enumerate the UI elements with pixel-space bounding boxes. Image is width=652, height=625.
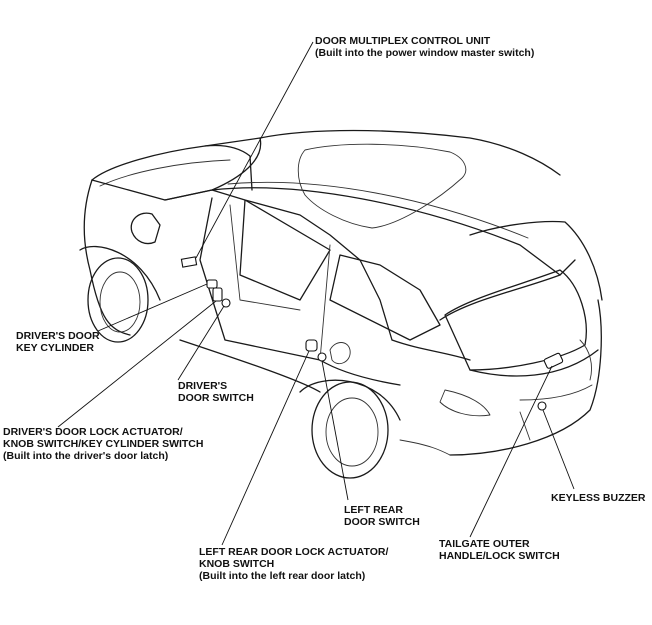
leader-multiplex [195, 41, 314, 259]
vehicle-outline [79, 129, 603, 479]
tailgate-handle-marker [543, 352, 564, 369]
label-keyless-buzzer: KEYLESS BUZZER [551, 492, 646, 504]
left-rear-door-switch-marker [317, 352, 327, 362]
door-lock-actuator-marker [212, 287, 223, 302]
label-left-rear-door-lock-actuator: LEFT REAR DOOR LOCK ACTUATOR/ KNOB SWITC… [199, 546, 391, 582]
callout-labels: DOOR MULTIPLEX CONTROL UNIT (Built into … [3, 35, 646, 582]
leader-keyless-buzzer [542, 409, 575, 490]
label-drivers-door-key-cylinder: DRIVER'S DOOR KEY CYLINDER [16, 330, 103, 354]
drivers-door-switch-marker [221, 298, 231, 308]
leader-left-rear-lock-actuator [221, 350, 310, 546]
label-drivers-door-lock-actuator: DRIVER'S DOOR LOCK ACTUATOR/ KNOB SWITCH… [3, 426, 206, 462]
leader-left-rear-door-switch [321, 360, 349, 501]
leader-drivers-lock-actuator [57, 300, 217, 428]
leader-drivers-door-switch [177, 305, 225, 381]
leader-key-cylinder [97, 283, 208, 332]
label-tailgate-outer-handle-lock-switch: TAILGATE OUTER HANDLE/LOCK SWITCH [439, 538, 560, 562]
leader-lines [57, 41, 575, 546]
leader-tailgate-handle [469, 365, 553, 538]
label-door-multiplex-control-unit: DOOR MULTIPLEX CONTROL UNIT (Built into … [315, 35, 534, 59]
label-drivers-door-switch: DRIVER'S DOOR SWITCH [178, 380, 254, 404]
left-rear-lock-actuator-marker [305, 339, 318, 352]
multiplex-unit-marker [180, 256, 198, 268]
key-cylinder-marker [206, 279, 218, 289]
keyless-buzzer-marker [537, 401, 547, 411]
component-markers [180, 256, 564, 411]
label-left-rear-door-switch: LEFT REAR DOOR SWITCH [344, 504, 420, 528]
